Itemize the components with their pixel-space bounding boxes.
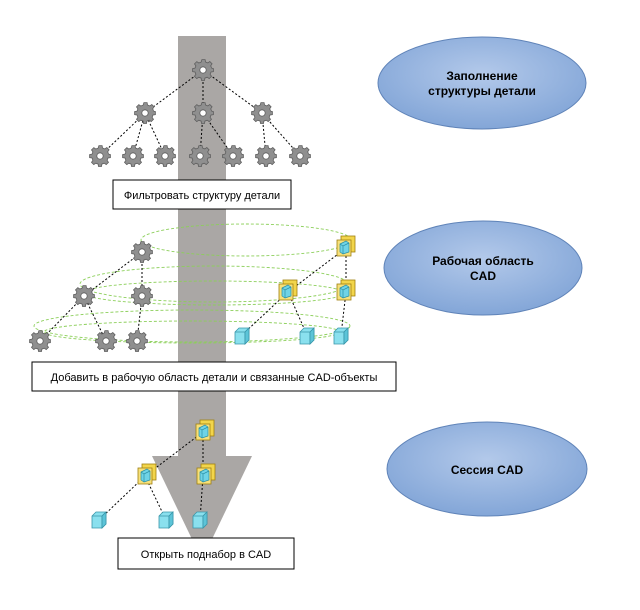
- stage-ellipse-workspace: Рабочая область CAD: [383, 220, 583, 316]
- gear-icon: [189, 145, 211, 167]
- workspace-cad-objects: [234, 235, 356, 345]
- stage-label-line: структуры детали: [428, 84, 536, 98]
- step-filter-label: Фильтровать структуру детали: [124, 190, 280, 202]
- cad-document-icon: [336, 279, 356, 301]
- part-structure-gears: [89, 59, 311, 167]
- gear-icon: [134, 102, 156, 124]
- stage-ellipse-structure: Заполнение структуры детали: [377, 36, 587, 130]
- cube-icon: [333, 327, 349, 345]
- gear-icon: [222, 145, 244, 167]
- gear-icon: [131, 285, 153, 307]
- gear-icon: [192, 102, 214, 124]
- step-open-subset: Открыть поднабор в CAD: [117, 537, 295, 570]
- cube-icon: [299, 327, 315, 345]
- gear-icon: [131, 241, 153, 263]
- cube-icon: [234, 327, 250, 345]
- stage-label-line: Рабочая область: [432, 254, 534, 268]
- cube-icon: [158, 511, 174, 529]
- stage-ellipse-cad-session: Сессия CAD: [386, 421, 588, 517]
- gear-icon: [126, 330, 148, 352]
- gear-icon: [255, 145, 277, 167]
- gear-icon: [192, 59, 214, 81]
- cube-icon: [91, 511, 107, 529]
- stage-label-line: Заполнение: [446, 69, 518, 83]
- stage-label-line: CAD: [470, 269, 496, 283]
- cube-icon: [192, 511, 208, 529]
- workspace-gears: [29, 241, 153, 352]
- cad-document-icon: [336, 235, 356, 257]
- gear-icon: [154, 145, 176, 167]
- gear-icon: [89, 145, 111, 167]
- gear-icon: [122, 145, 144, 167]
- gear-icon: [73, 285, 95, 307]
- gear-icon: [29, 330, 51, 352]
- step-add-to-workspace: Добавить в рабочую область детали и связ…: [31, 361, 397, 392]
- step-open-label: Открыть поднабор в CAD: [141, 549, 271, 561]
- stage-label-line: Сессия CAD: [451, 463, 524, 477]
- gear-icon: [251, 102, 273, 124]
- cad-document-icon: [137, 463, 157, 485]
- step-filter-structure: Фильтровать структуру детали: [112, 179, 292, 210]
- gear-icon: [289, 145, 311, 167]
- step-add-label: Добавить в рабочую область детали и связ…: [51, 372, 378, 384]
- gear-icon: [95, 330, 117, 352]
